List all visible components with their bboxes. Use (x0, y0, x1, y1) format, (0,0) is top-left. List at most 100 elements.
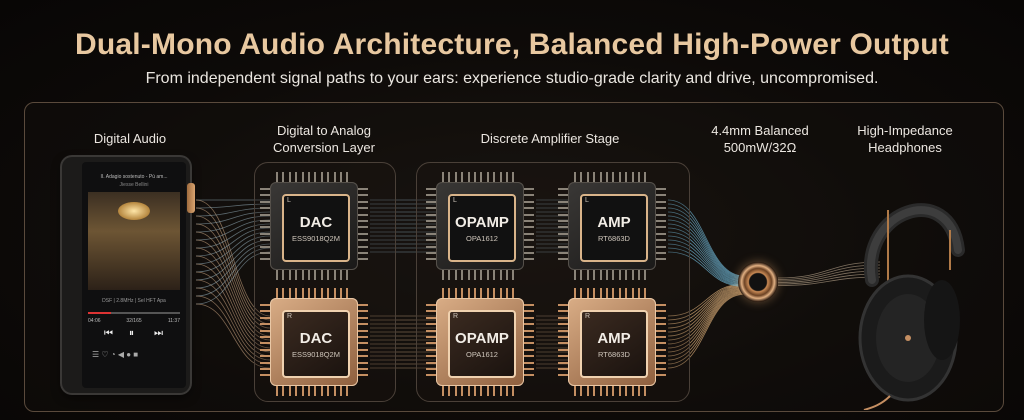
signal-line-amp-jack-right (667, 289, 745, 345)
chip-pin (426, 258, 436, 261)
chip-pin (474, 288, 476, 298)
chip-part-number: OPA1612 (466, 350, 498, 359)
chip-pin (558, 239, 568, 242)
chip-pin (631, 386, 634, 396)
chip-pin (631, 172, 634, 182)
chip-pin (426, 368, 436, 370)
chip-part-number: ESS9018Q2M (292, 234, 340, 243)
chip-pin (558, 355, 568, 358)
chip-pin (454, 288, 457, 298)
chip-pin (506, 172, 508, 182)
stage-label-balanced: 4.4mm Balanced 500mW/32Ω (690, 122, 830, 156)
chip-pin (327, 288, 330, 298)
chip-pin (426, 361, 436, 364)
chip-pin (346, 386, 349, 396)
chip-pin (656, 361, 666, 364)
chip-pin (638, 386, 640, 396)
chip-pin (558, 368, 568, 370)
chip-pin (295, 172, 298, 182)
chip-pin (260, 342, 270, 345)
signal-line-amp-jack-left (667, 251, 745, 287)
chip-pin (442, 288, 444, 298)
signal-line-amp-jack-left (667, 247, 745, 286)
chip-pin (426, 310, 436, 313)
signal-line-player-dac-right (195, 199, 271, 317)
chip-pin (327, 270, 330, 280)
chip-pin (524, 239, 534, 242)
stage-label-balanced-line1: 4.4mm Balanced (711, 123, 809, 138)
chip-pin (656, 316, 666, 319)
player-time-elapsed: 04:06 (88, 318, 101, 324)
chip-pin (524, 374, 534, 377)
chip-name: AMP (597, 214, 631, 231)
chip-pin (499, 288, 502, 298)
chip-pin (638, 270, 640, 280)
chip-pin (426, 348, 436, 351)
chip-pin (448, 270, 451, 280)
chip-pin (625, 172, 628, 182)
chip-pin (358, 220, 368, 222)
chip-pin (656, 348, 666, 351)
chip-pin (260, 323, 270, 326)
chip-pin (558, 329, 568, 332)
chip-pin (512, 270, 515, 280)
chip-pin (625, 386, 628, 396)
chip-pin (327, 172, 330, 182)
playback-progress (88, 312, 180, 314)
chip-pin (612, 288, 615, 298)
chip-pin (467, 270, 470, 280)
chip-pin (448, 386, 451, 396)
chip-pin (656, 368, 666, 370)
chip-pin (618, 288, 621, 298)
chip-pin (461, 172, 464, 182)
chip-pin (506, 288, 508, 298)
chip-pin (524, 232, 534, 235)
chip-pin (558, 258, 568, 261)
chip-pin (333, 172, 336, 182)
chip-pin (358, 188, 368, 190)
chip-pin (486, 270, 489, 280)
signal-line-player-dac-right (195, 231, 271, 333)
chip-pin (276, 386, 278, 396)
chip-part-number: OPA1612 (466, 234, 498, 243)
signal-line-player-dac-right (195, 239, 271, 337)
chip-pin (308, 288, 310, 298)
chip-pin (524, 304, 534, 306)
stage-label-headphones: High-Impedance Headphones (840, 122, 970, 156)
signal-line-player-dac-left (195, 247, 271, 297)
chip-pin (656, 258, 666, 261)
chip-pin (426, 207, 436, 210)
volume-knob (187, 183, 195, 213)
chip-pin (524, 348, 534, 351)
chip-pin (480, 288, 483, 298)
chip-pin (606, 270, 608, 280)
chip-pin (358, 374, 368, 377)
chip-pin (558, 213, 568, 216)
chip-pin (260, 355, 270, 358)
chip-pin (574, 288, 576, 298)
chip-part-number: RT6863D (598, 234, 630, 243)
chip-pin (340, 386, 342, 396)
signal-line-player-dac-left (195, 203, 271, 209)
chip-pin (301, 288, 304, 298)
player-screen: II. Adagio sostenuto - Pú am... Jiesse B… (82, 162, 186, 388)
page-subtitle: From independent signal paths to your ea… (145, 70, 879, 87)
chip-pin (288, 270, 291, 280)
chip-pin (586, 270, 589, 280)
chip-pin (358, 194, 368, 197)
signal-line-amp-jack-right (667, 290, 745, 349)
chip-pin (426, 323, 436, 326)
chip-pin (426, 342, 436, 345)
previous-icon: ⏮ (104, 328, 113, 339)
chip-pin (260, 213, 270, 216)
signal-line-amp-jack-left (667, 207, 745, 278)
chip-pin (625, 270, 628, 280)
chip-name: OPAMP (455, 330, 509, 347)
chip-pin (524, 226, 534, 229)
player-time-total: 11:37 (167, 318, 180, 324)
chip-pin (612, 386, 615, 396)
signal-line-player-dac-left (195, 207, 271, 217)
chip-pin (524, 220, 534, 222)
